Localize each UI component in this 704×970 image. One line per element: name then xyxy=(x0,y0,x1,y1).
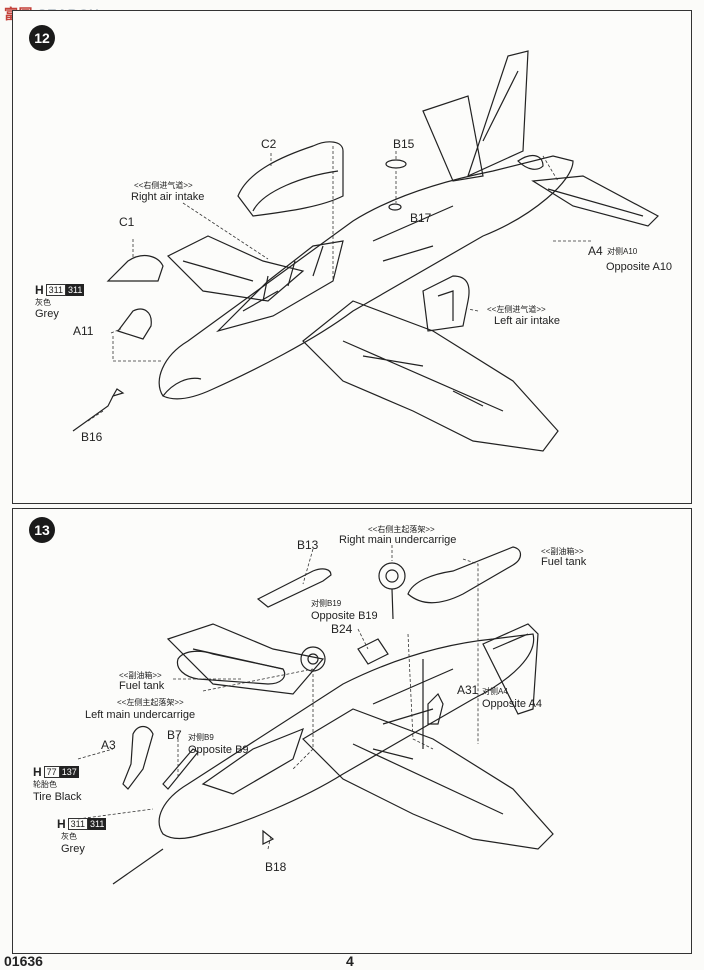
paint-grey-zh: 灰色 xyxy=(35,298,51,307)
paint-callout-grey: H 311 311 xyxy=(35,283,85,297)
part-label-c2: C2 xyxy=(261,137,277,151)
paint-code-primary: 311 xyxy=(45,284,67,296)
fuel-tank-right-en: Fuel tank xyxy=(541,556,587,568)
lmu-en: Left main undercarrige xyxy=(85,709,196,721)
rmu-zh: <<右侧主起落架>> xyxy=(368,525,435,534)
part-label-a31-zh: 对侧A4 xyxy=(482,687,508,696)
rmu-en: Right main undercarrige xyxy=(339,534,457,546)
paint-grey-en: Grey xyxy=(61,843,85,855)
page-number: 4 xyxy=(346,953,354,969)
part-label-b17: B17 xyxy=(410,211,432,225)
paint-tire-zh: 轮胎色 xyxy=(33,780,57,789)
paint-letter: H xyxy=(57,817,66,831)
fuel-tank-left-en: Fuel tank xyxy=(119,680,165,692)
part-label-b16: B16 xyxy=(81,430,103,444)
right-intake-zh: <<右侧进气道>> xyxy=(134,181,193,190)
aircraft-drawing-step1 xyxy=(72,50,659,452)
paint-callout-grey: H 311 311 xyxy=(57,817,107,831)
fuel-tank-right-zh: <<副油箱>> xyxy=(541,547,584,556)
right-intake-en: Right air intake xyxy=(131,191,205,203)
part-label-b19-zh: 对侧B19 xyxy=(311,599,342,608)
part-label-b19-en: Opposite B19 xyxy=(311,610,378,622)
paint-letter: H xyxy=(33,765,42,779)
left-intake-en: Left air intake xyxy=(494,315,561,327)
part-label-b7-en: Opposite B9 xyxy=(188,744,249,756)
paint-grey-en: Grey xyxy=(35,308,59,320)
part-label-a31-en: Opposite A4 xyxy=(482,698,542,710)
paint-code-secondary: 311 xyxy=(66,284,85,296)
part-label-b24: B24 xyxy=(331,622,353,636)
product-code: 01636 xyxy=(4,953,43,969)
part-label-b7-zh: 对侧B9 xyxy=(188,733,214,742)
part-label-a4: A4 xyxy=(588,244,603,258)
part-label-b7: B7 xyxy=(167,728,182,742)
left-intake-zh: <<左侧进气道>> xyxy=(487,305,546,314)
paint-code-secondary: 311 xyxy=(88,818,107,830)
step-number-badge: 13 xyxy=(29,517,55,543)
part-label-a4-en: Opposite A10 xyxy=(606,261,673,273)
part-label-b15: B15 xyxy=(393,137,415,151)
step-panel-bottom: 13 xyxy=(12,508,692,954)
paint-callout-tire-black: H 77 137 xyxy=(33,765,79,779)
step-panel-top: 12 xyxy=(12,10,692,504)
part-label-b13: B13 xyxy=(297,538,319,552)
paint-grey-zh: 灰色 xyxy=(61,832,77,841)
part-label-a4-zh: 对侧A10 xyxy=(607,247,638,256)
part-label-a31: A31 xyxy=(457,683,479,697)
lmu-zh: <<左侧主起落架>> xyxy=(117,698,184,707)
paint-code-primary: 77 xyxy=(43,766,60,778)
paint-code-primary: 311 xyxy=(67,818,89,830)
part-label-a3: A3 xyxy=(101,738,116,752)
fuel-tank-left-zh: <<副油箱>> xyxy=(119,671,162,680)
paint-letter: H xyxy=(35,283,44,297)
part-label-a11: A11 xyxy=(73,324,94,338)
aircraft-drawing-step2 xyxy=(77,545,554,885)
paint-code-secondary: 137 xyxy=(59,766,79,778)
part-label-c1: C1 xyxy=(119,215,135,229)
part-label-b18: B18 xyxy=(265,860,287,874)
step-number-badge: 12 xyxy=(29,25,55,51)
paint-tire-en: Tire Black xyxy=(33,791,82,803)
